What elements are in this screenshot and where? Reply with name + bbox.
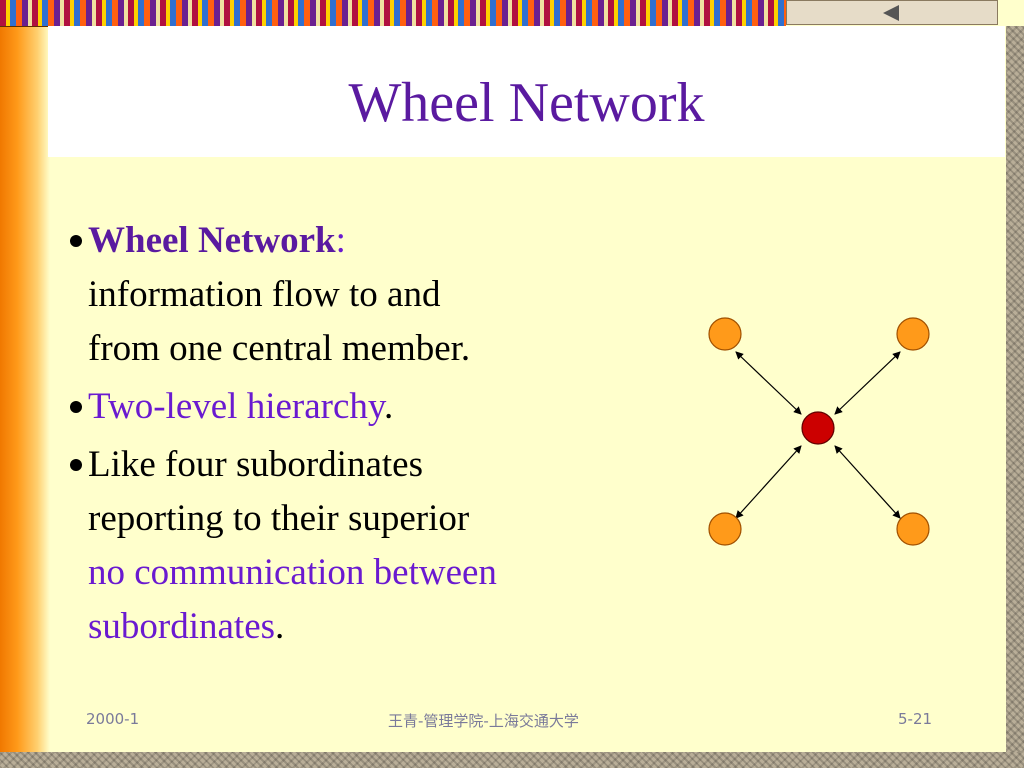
bullet-dot-icon bbox=[70, 235, 82, 247]
right-border bbox=[1006, 26, 1024, 768]
bottom-border bbox=[0, 752, 1024, 768]
arrow-top-right bbox=[834, 351, 901, 415]
bullet-colon: : bbox=[335, 220, 346, 261]
bullet-list: Wheel Network: information flow to and f… bbox=[68, 214, 688, 658]
bullet-highlight: Two-level hierarchy bbox=[88, 386, 384, 427]
node-bottom-right bbox=[896, 512, 930, 546]
node-bottom-left bbox=[708, 512, 742, 546]
node-center bbox=[801, 411, 835, 445]
bullet-text: information flow to and bbox=[88, 274, 441, 315]
decorative-banner bbox=[0, 0, 786, 27]
bullet-highlight: no communication between bbox=[88, 552, 497, 593]
bullet-item: Wheel Network: information flow to and f… bbox=[68, 214, 688, 376]
bullet-highlight: subordinates bbox=[88, 606, 276, 647]
bullet-label: Wheel Network bbox=[88, 220, 336, 261]
bullet-text: from one central member. bbox=[88, 328, 471, 369]
bullet-period: . bbox=[384, 386, 394, 427]
bullet-dot-icon bbox=[70, 401, 82, 413]
bullet-dot-icon bbox=[70, 459, 82, 471]
footer-date: 2000-1 bbox=[86, 710, 140, 728]
footer-page-number: 5-21 bbox=[898, 710, 933, 728]
bullet-item: Two-level hierarchy. bbox=[68, 380, 688, 434]
arrow-bottom-right bbox=[834, 445, 901, 519]
title-bar bbox=[48, 26, 1005, 157]
slide-title: Wheel Network bbox=[348, 72, 705, 134]
bullet-item: Like four subordinates reporting to thei… bbox=[68, 438, 688, 654]
wheel-network-diagram bbox=[708, 317, 930, 546]
node-top-right bbox=[896, 317, 930, 351]
footer-institution: 王青-管理学院-上海交通大学 bbox=[388, 712, 579, 730]
bullet-text: reporting to their superior bbox=[88, 498, 470, 539]
bullet-text: Like four subordinates bbox=[88, 444, 423, 485]
arrow-top-left bbox=[735, 351, 802, 415]
nav-box bbox=[786, 0, 998, 25]
back-arrow-icon[interactable] bbox=[883, 5, 899, 21]
left-gradient-strip bbox=[0, 0, 50, 768]
node-top-left bbox=[708, 317, 742, 351]
arrow-bottom-left bbox=[735, 445, 802, 519]
bullet-period: . bbox=[275, 606, 285, 647]
